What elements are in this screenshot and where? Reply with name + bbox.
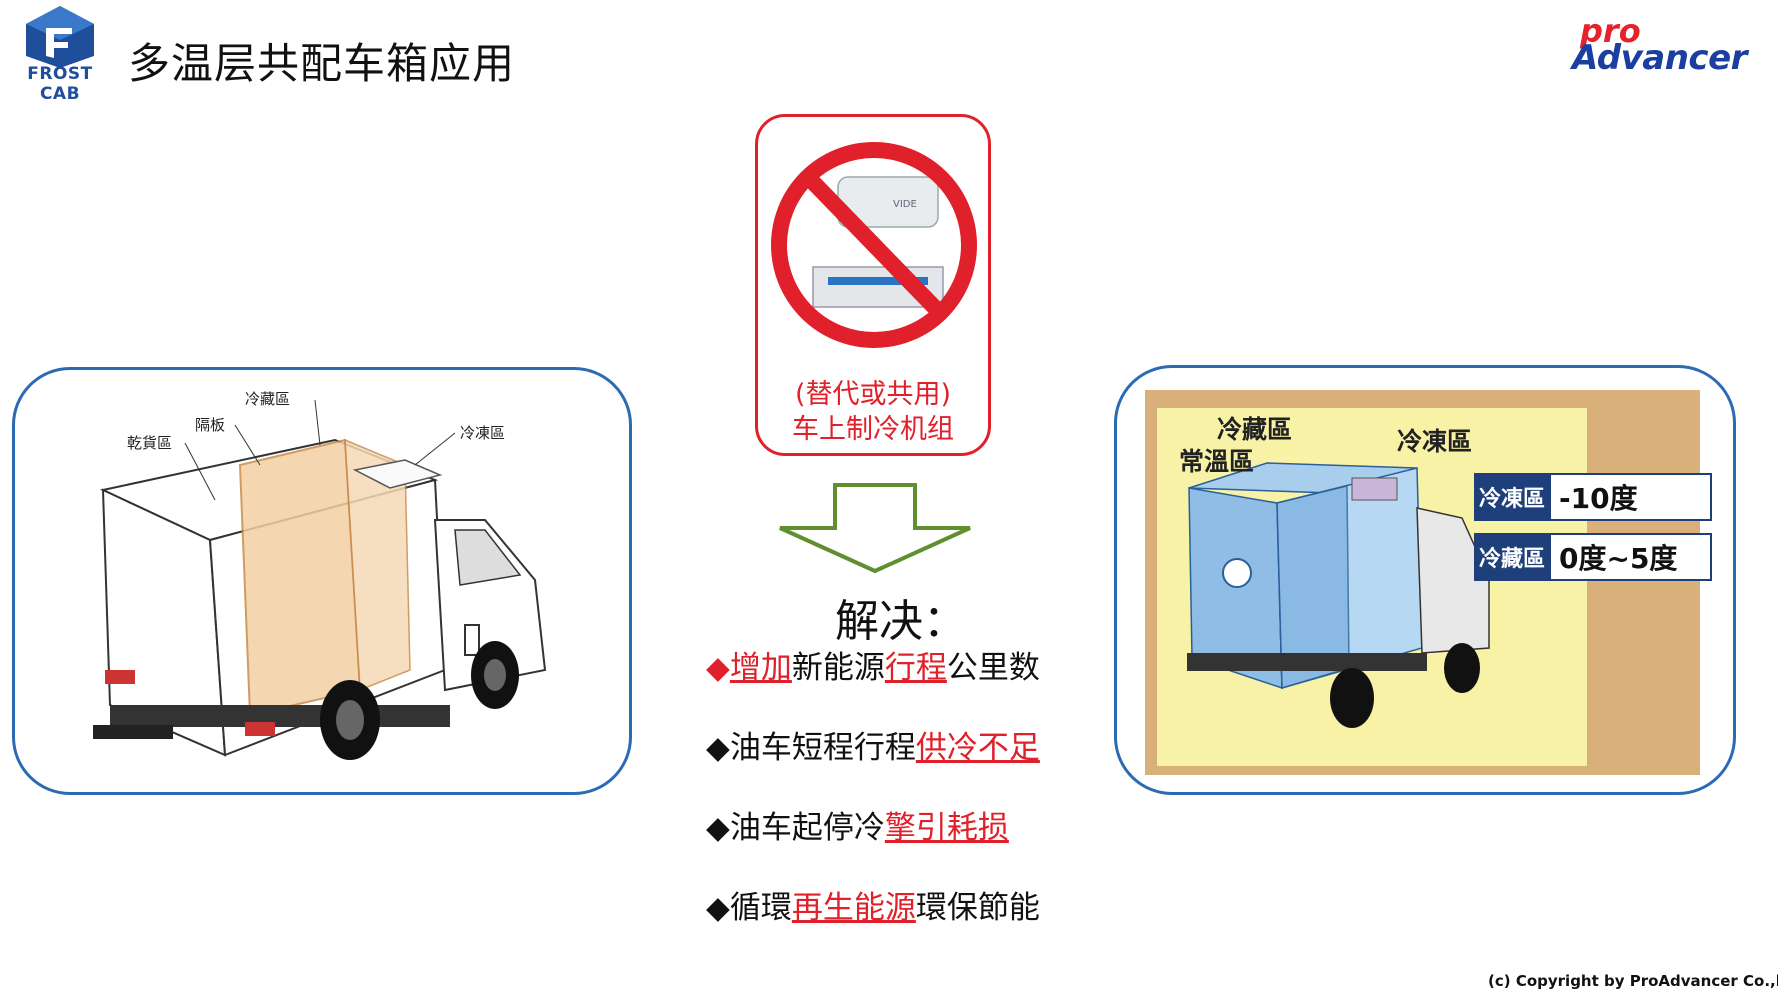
logo-text: FROST CAB [27, 64, 93, 104]
readout-freezer-value: -10度 [1559, 482, 1638, 515]
label-cold-storage: 冷藏區 [245, 390, 290, 408]
solution-bullet-3: ◆油车起停冷擎引耗损 [706, 802, 1009, 847]
bullet-text-part: 油车短程行程 [729, 730, 916, 766]
frost-cab-logo [10, 4, 110, 86]
bullet-marker: ◆ [706, 650, 730, 686]
left-truck-figure: 冷藏區 隔板 乾貨區 冷凍區 [12, 367, 632, 795]
bullet-text-part: 供冷不足 [915, 730, 1040, 766]
no-refrigeration-unit-icon: VIDE [771, 142, 977, 348]
frost-cab-cube-icon [26, 6, 94, 68]
svg-text:VIDE: VIDE [893, 199, 917, 210]
bullet-text-part: 擎引耗损 [884, 810, 1009, 846]
solution-bullet-4: ◆循環再生能源環保節能 [706, 882, 1040, 927]
copyright-notice: (c) Copyright by ProAdvancer Co.,ltd. [1488, 972, 1778, 990]
down-arrow-icon [775, 483, 975, 579]
right-truck-illustration: 冷藏區 常溫區 冷凍區 冷凍區 -10度 冷藏區 0度~5度 [1145, 390, 1712, 775]
readout-cold-zone: 冷藏區 [1479, 546, 1545, 572]
label-freezer-zone: 冷凍區 [1397, 427, 1472, 456]
label-partition: 隔板 [195, 416, 225, 434]
bullet-text-part: 環保節能 [915, 890, 1040, 926]
bullet-text-part: 再生能源 [791, 890, 916, 926]
brand-pro-text: pro [1580, 12, 1641, 50]
bullet-text-part: 增加 [729, 650, 792, 686]
ban-sign-box: VIDE [755, 114, 991, 456]
brand-name: Advancer [1572, 38, 1747, 78]
ban-caption-line2: 车上制冷机组 [792, 414, 954, 445]
bullet-text-part: 新能源 [791, 650, 885, 686]
right-truck-figure: 冷藏區 常溫區 冷凍區 冷凍區 -10度 冷藏區 0度~5度 [1114, 365, 1736, 795]
bullet-marker: ◆ [706, 730, 730, 766]
bullet-marker: ◆ [706, 810, 730, 846]
label-dry-goods: 乾貨區 [127, 434, 172, 452]
page-title: 多温层共配车箱应用 [128, 39, 516, 88]
bullet-marker: ◆ [706, 890, 730, 926]
bullet-text-part: 行程 [884, 650, 947, 686]
solution-bullet-1: ◆增加新能源行程公里数 [706, 642, 1040, 687]
solution-heading: 解决： [835, 596, 967, 647]
left-truck-drawing: 冷藏區 隔板 乾貨區 冷凍區 [93, 390, 547, 760]
readout-cold-value: 0度~5度 [1559, 542, 1677, 575]
bullet-text-part: 循環 [729, 890, 792, 926]
solution-bullet-2: ◆油车短程行程供冷不足 [706, 722, 1040, 767]
readout-freezer-zone: 冷凍區 [1479, 486, 1545, 512]
bullet-text-part: 公里数 [946, 650, 1040, 686]
label-freezer: 冷凍區 [460, 424, 505, 442]
ban-caption-line1: (替代或共用) [794, 379, 952, 410]
label-cold-storage-zone: 冷藏區 [1217, 415, 1292, 444]
label-ambient-zone: 常溫區 [1179, 447, 1254, 476]
bullet-text-part: 油车起停冷 [729, 810, 885, 846]
